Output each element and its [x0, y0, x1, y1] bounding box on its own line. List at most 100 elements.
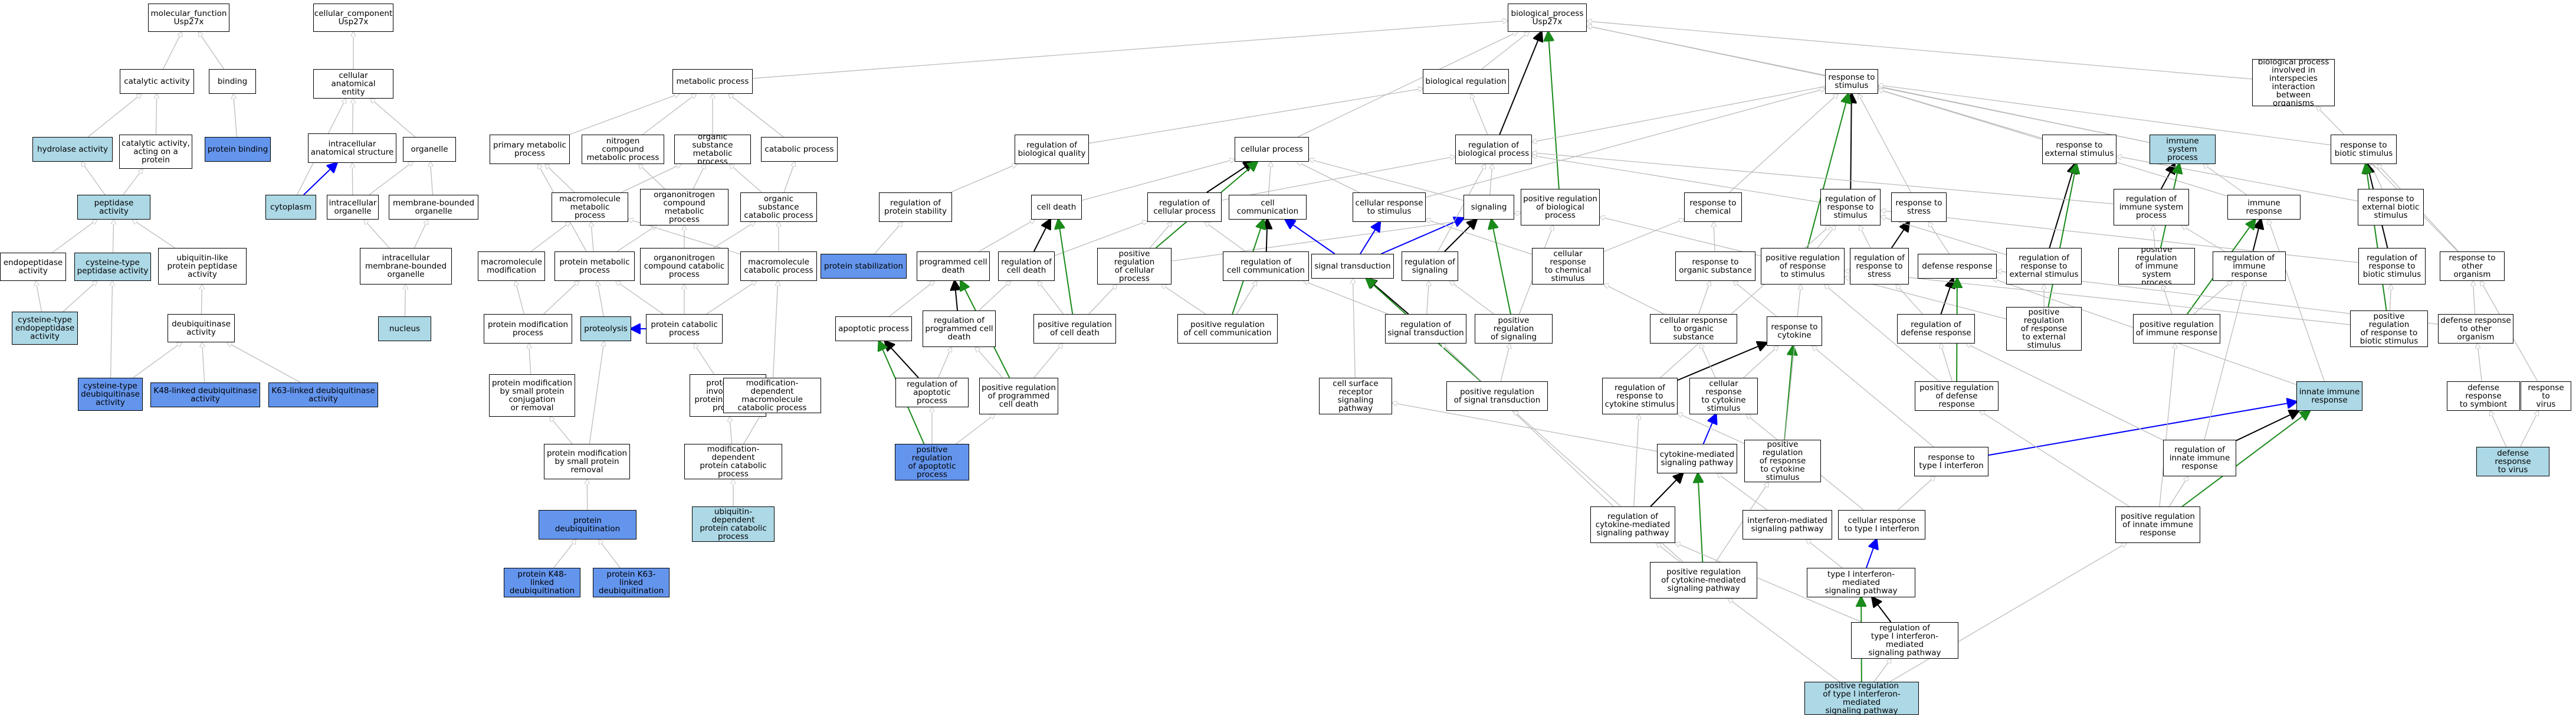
edge-regresp-to-resp: [1850, 94, 1852, 189]
go-term-k63deub: protein K63-linked deubiquitination: [593, 568, 670, 597]
edge-posregdef-to-regdef: [1941, 344, 1952, 382]
edge-endopep-to-peptidase: [52, 220, 97, 253]
edge-cellrespchem-to-respchem: [1603, 219, 1684, 252]
edge-regcellproc-to-cellproc: [1206, 162, 1253, 193]
go-term-protstab: protein stabilization: [821, 254, 907, 279]
edge-imbo-to-mbo: [414, 220, 428, 249]
edge-cellcomm-to-cellproc: [1269, 162, 1271, 195]
edge-regbp-to-biolreg: [1471, 94, 1488, 135]
go-term-catprot: catalytic activity, acting on a protein: [119, 135, 192, 169]
go-term-regapop: regulation of apoptotic process: [895, 378, 969, 407]
go-term-peptidase: peptidase activity: [77, 195, 150, 220]
edge-posregsigtrans-to-posregsig: [1500, 344, 1510, 382]
go-term-orgsubcat: organic substance catabolic process: [740, 192, 817, 222]
edge-posreginnate-to-posregdef: [1980, 411, 2129, 507]
go-term-regqual: regulation of biological quality: [1015, 135, 1089, 164]
edge-posreginnate-to-reginnate: [2168, 476, 2188, 507]
edge-ias-to-cae: [352, 99, 353, 134]
edge-mbo-to-organelle: [431, 162, 433, 195]
edge-ubilike-to-peptidase: [133, 220, 175, 249]
edge-orgnitcat-to-orgsubcat: [713, 222, 755, 249]
go-term-regrespbiot: regulation of response to biotic stimulu…: [2358, 248, 2426, 285]
edge-posregsig-to-signaling: [1491, 220, 1511, 315]
edge-respsym-to-defother: [2477, 344, 2482, 382]
edge-regtypeisig-to-regcytsig: [1675, 543, 1862, 623]
edge-protmodrem-to-protmodsmall: [550, 417, 573, 444]
edge-posregrespbiot-to-posregresp: [1845, 271, 2351, 325]
go-term-sigtrans: signal transduction: [1311, 254, 1394, 279]
go-term-deubiq: protein deubiquitination: [539, 510, 636, 540]
edge-posregrespcyt-to-respcyt: [1784, 346, 1793, 440]
go-term-regresp: regulation of response to stimulus: [1820, 189, 1881, 225]
edge-resporg-to-respchem: [1714, 222, 1715, 252]
go-term-posregsig: positive regulation of signaling: [1475, 314, 1553, 344]
edge-resporgother-to-bpinter: [2316, 106, 2459, 252]
go-term-respbiot: response to biotic stimulus: [2331, 135, 2397, 164]
go-term-catab: catabolic process: [761, 137, 838, 162]
go-term-cellcomm: cell communication: [1229, 195, 1307, 220]
edge-cytsig-to-cellrespcyt: [1702, 414, 1716, 444]
edge-cellrespchem-to-cellresp: [1426, 219, 1533, 255]
go-term-cellresp: cellular response to stimulus: [1353, 192, 1426, 222]
edge-cytoplasm-to-ias: [303, 163, 337, 195]
go-term-posreginnate: positive regulation of innate immune res…: [2115, 506, 2200, 543]
edge-posregresp-to-regresp: [1817, 225, 1836, 249]
edge-regtypeisig-to-typeisig: [1872, 597, 1892, 623]
edge-protmod-to-protmet: [543, 281, 579, 315]
edge-posregimmresp-to-posregimmsys: [2162, 285, 2173, 315]
go-term-regtypeisig: regulation of type I interferon-mediated…: [1851, 622, 1958, 659]
go-term-cae: cellular anatomical entity: [313, 69, 393, 99]
go-term-posregbp: positive regulation of biological proces…: [1521, 189, 1600, 225]
edge-posregcc-to-regcc: [1236, 281, 1256, 315]
edge-posregcd-to-posregcp: [1088, 285, 1117, 315]
go-term-posregrespbiot: positive regulation of response to bioti…: [2350, 310, 2428, 347]
edge-respstress-to-resp: [1858, 94, 1912, 193]
edge-regresp-to-regbp: [1532, 156, 1821, 203]
edge-regimmresp-to-immresp: [2252, 220, 2261, 252]
edge-defother-to-resporgother: [2473, 281, 2475, 315]
go-term-binding: binding: [209, 69, 256, 94]
edge-posregpcd-to-regpcd: [975, 347, 1003, 378]
edge-posregrespext-to-respext: [2047, 164, 2076, 308]
edge-protbind-to-binding: [234, 94, 238, 138]
edge-sigtrans-to-signaling: [1381, 218, 1463, 254]
go-term-posregresp: positive regulation of response to stimu…: [1761, 248, 1845, 285]
go-term-regsig: regulation of signaling: [1402, 251, 1458, 281]
edge-posregdef-to-posregresp: [1824, 285, 1940, 382]
go-term-posregrespcyt: positive regulation of response to cytok…: [1744, 440, 1821, 482]
edge-protmodsmall-to-protmod: [529, 344, 531, 375]
edge-intorg-to-organelle: [369, 162, 413, 195]
edge-k48act-to-deubact: [202, 342, 204, 383]
edge-primmet-to-metab: [569, 94, 679, 135]
edge-intorg-to-ias: [352, 163, 353, 195]
edge-posregcytsig-to-posregrespcyt: [1715, 482, 1769, 563]
edge-posregrespbiot-to-respbiot: [2366, 164, 2387, 311]
edge-macromet-to-primmet: [545, 164, 575, 193]
go-term-mf: molecular_function Usp27x: [148, 4, 229, 32]
edge-cystendo-to-endopep: [36, 281, 42, 312]
edge-regsig-to-signaling: [1444, 220, 1476, 252]
go-term-regcc: regulation of cell communication: [1223, 251, 1309, 281]
edge-cellproc-to-bp: [1297, 32, 1518, 138]
go-term-macrocat: macromolecule catabolic process: [740, 251, 817, 281]
edge-macromet-to-orgsubmet: [621, 164, 681, 193]
go-term-posregsigtrans: positive regulation of signal transducti…: [1446, 381, 1548, 411]
edge-cystdeub-to-cystpep: [111, 281, 113, 378]
edge-posregsig-to-regsig: [1449, 281, 1494, 315]
edge-regrespstress-to-regresp: [1859, 225, 1871, 249]
edge-cystendo-to-cystpep: [63, 281, 97, 312]
edge-regcd-to-celldeath: [1033, 220, 1051, 252]
edge-bpinter-to-bp: [1587, 21, 2253, 80]
go-term-regcd: regulation of cell death: [998, 251, 1055, 281]
go-term-ifnsig: interferon-mediated signaling pathway: [1743, 510, 1832, 540]
edge-orgnitmet-to-orgsubmet: [693, 164, 705, 189]
edge-regcc-to-regcellproc: [1205, 222, 1246, 252]
go-term-protbind: protein binding: [205, 137, 271, 162]
go-term-regcellproc: regulation of cellular process: [1147, 192, 1222, 222]
edge-posregcc-to-posregcp: [1161, 285, 1206, 315]
edge-regdef-to-regrespstress: [1896, 285, 1923, 315]
go-term-cystpep: cysteine-type peptidase activity: [74, 253, 151, 281]
edge-regimmsys-to-regbp: [1532, 153, 2114, 205]
go-term-cystendo: cysteine-type endopeptidase activity: [12, 312, 78, 345]
